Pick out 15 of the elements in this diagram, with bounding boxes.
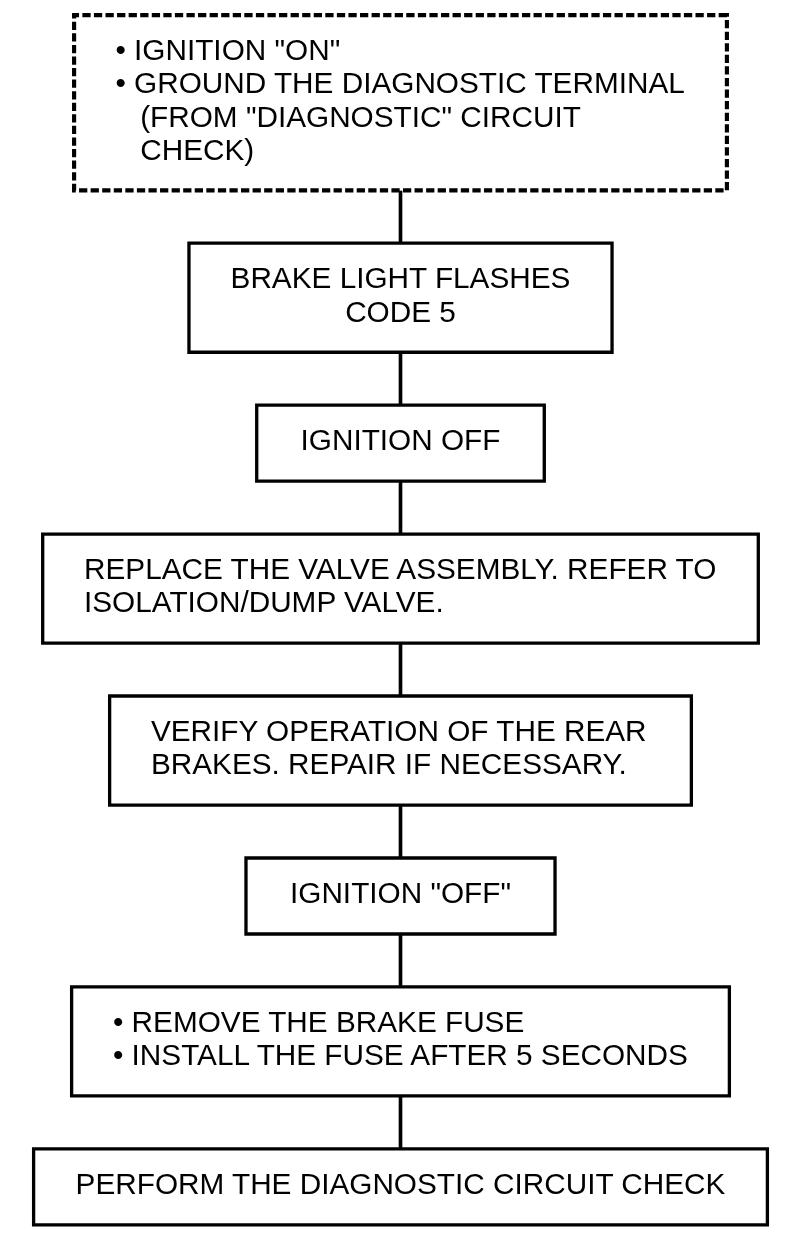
node-box: • IGNITION "ON" • GROUND THE DIAGNOSTIC TERMINAL (FROM "DIAGNOSTIC" CIRCUIT CHECK)	[71, 13, 729, 193]
connector	[398, 190, 402, 244]
node-box: IGNITION OFF	[254, 403, 546, 483]
node-box: BRAKE LIGHT FLASHES CODE 5	[186, 241, 614, 354]
node-box: PERFORM THE DIAGNOSTIC CIRCUIT CHECK	[31, 1147, 769, 1227]
connector	[398, 481, 402, 534]
connector	[398, 643, 402, 696]
node-box: VERIFY OPERATION OF THE REAR BRAKES. REPAIR IF NECESSARY.	[107, 694, 693, 807]
connector	[398, 1096, 402, 1149]
connector	[398, 934, 402, 987]
node-box: IGNITION "OFF"	[243, 856, 557, 936]
node-box: REPLACE THE VALVE ASSEMBLY. REFER TO ISOLATION/DUMP VALVE.	[40, 532, 760, 645]
connector	[398, 805, 402, 858]
node-box: • REMOVE THE BRAKE FUSE • INSTALL THE FUSE AFTER 5 SECONDS	[69, 985, 731, 1098]
connector	[398, 352, 402, 405]
